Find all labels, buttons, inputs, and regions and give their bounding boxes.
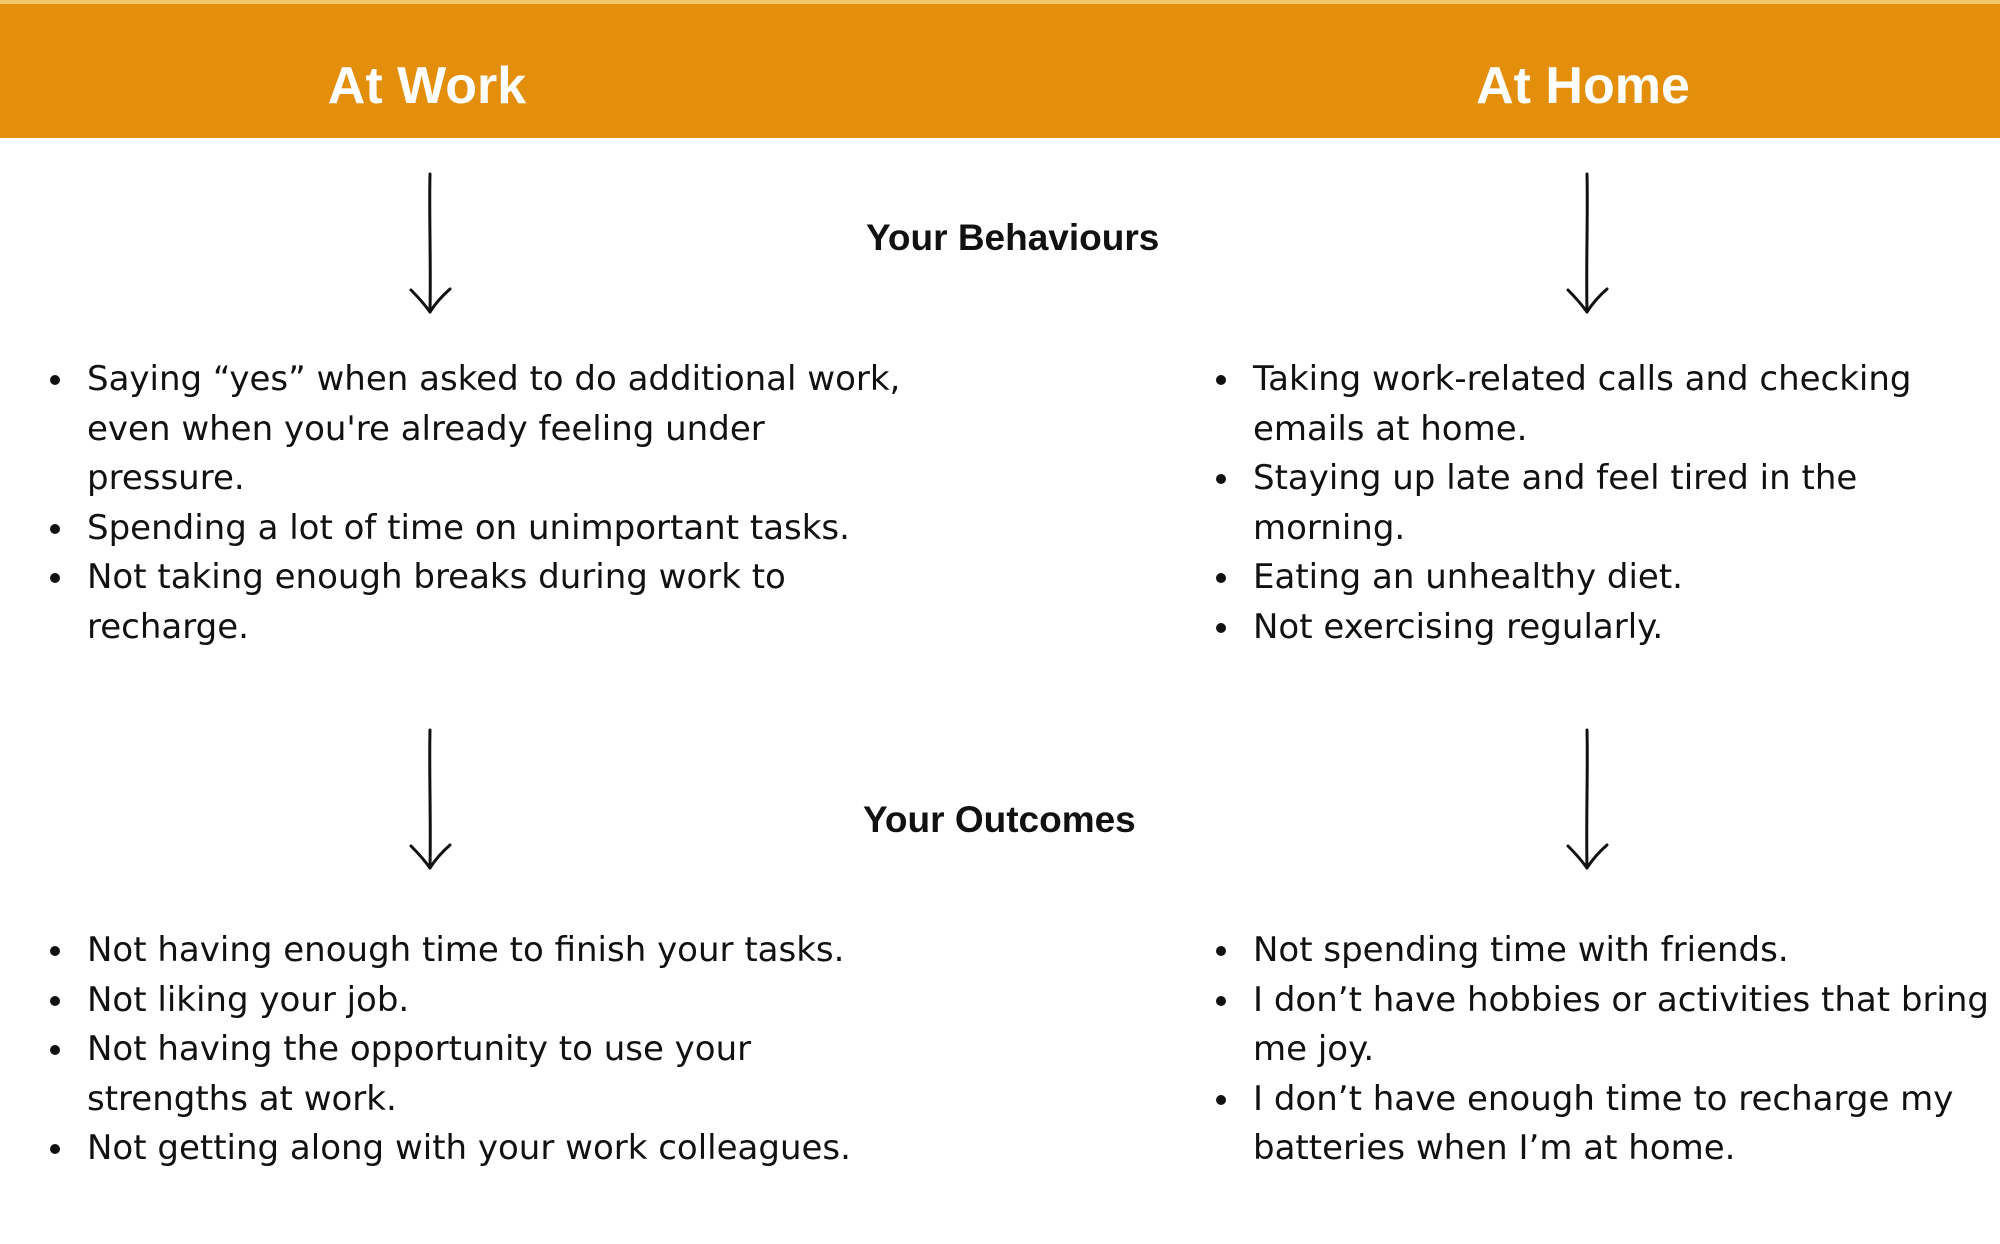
list-item: Not getting along with your work colleag… xyxy=(77,1124,877,1174)
list-item: Saying “yes” when asked to do additional… xyxy=(77,355,907,504)
arrow-down-icon xyxy=(409,172,452,314)
list-item: I don’t have enough time to recharge my … xyxy=(1243,1075,2000,1174)
list-item: Not spending time with friends. xyxy=(1243,926,2000,976)
list-item: Taking work-related calls and checking e… xyxy=(1243,355,2000,454)
list-item: I don’t have hobbies or activities that … xyxy=(1243,976,2000,1075)
list-item: Not having enough time to finish your ta… xyxy=(77,926,877,976)
list-item: Not taking enough breaks during work to … xyxy=(77,553,907,652)
list-item: Not liking your job. xyxy=(77,976,877,1026)
column-title-at-work: At Work xyxy=(327,57,527,115)
header-bar xyxy=(0,0,2000,138)
list-item: Eating an unhealthy diet. xyxy=(1243,553,2000,603)
list-item: Not exercising regularly. xyxy=(1243,603,2000,653)
column-title-at-home: At Home xyxy=(1476,57,1690,115)
home-behaviours-list: Taking work-related calls and checking e… xyxy=(1211,355,2000,652)
list-item: Staying up late and feel tired in the mo… xyxy=(1243,454,2000,553)
section-label-outcomes: Your Outcomes xyxy=(863,799,1136,840)
list-item: Not having the opportunity to use your s… xyxy=(77,1025,877,1124)
work-behaviours-list: Saying “yes” when asked to do additional… xyxy=(45,355,907,652)
work-outcomes-list: Not having enough time to finish your ta… xyxy=(45,926,877,1174)
arrow-down-icon xyxy=(1566,172,1609,314)
section-label-behaviours: Your Behaviours xyxy=(866,217,1160,258)
home-outcomes-list: Not spending time with friends. I don’t … xyxy=(1211,926,2000,1174)
list-item: Spending a lot of time on unimportant ta… xyxy=(77,504,907,554)
arrow-down-icon xyxy=(1566,728,1609,870)
arrow-down-icon xyxy=(409,728,452,870)
